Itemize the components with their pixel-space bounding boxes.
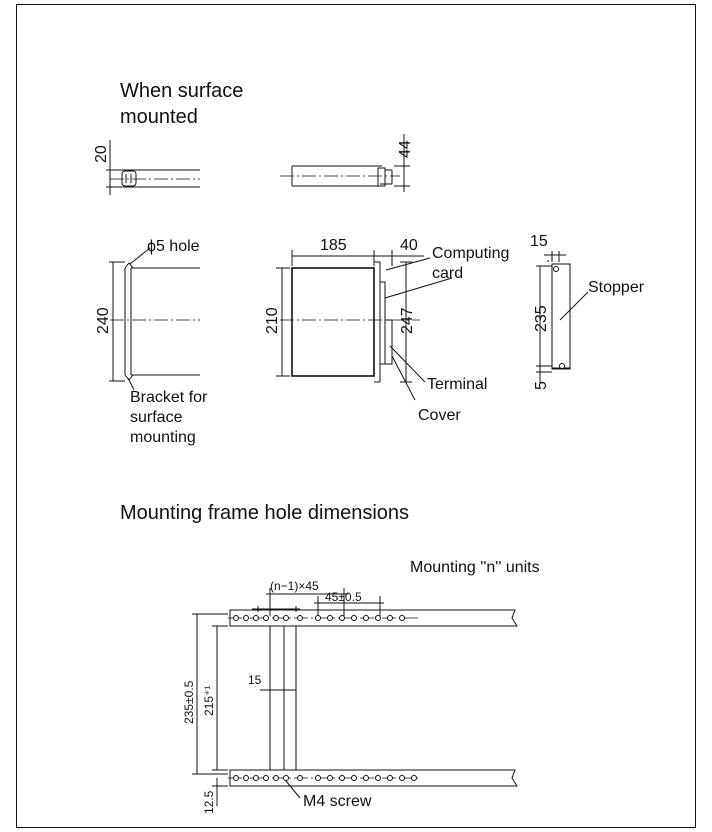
unit-side-view: 15 235 5 Stopper [530, 233, 645, 390]
dim-hole-pitch-240: 240 [95, 307, 112, 334]
dim-cover-40: 40 [400, 237, 418, 254]
units-note: Mounting ''n'' units [410, 559, 540, 576]
label-m4-screw: M4 screw [303, 793, 372, 810]
dim-height-247: 247 [399, 307, 416, 334]
dim-rail-12-5: 12.5 [202, 790, 216, 814]
label-bracket-line2: surface [130, 409, 183, 426]
dim-side-235: 235 [533, 305, 550, 332]
surface-mounted-heading-line2: mounted [120, 106, 198, 128]
frame-holes-heading: Mounting frame hole dimensions [120, 502, 410, 524]
label-computing-card-line2: card [432, 265, 463, 282]
dim-width-185: 185 [320, 237, 347, 254]
bracket-front-view: 240 ϕ5 hole Bracket for surface mounting [95, 238, 208, 446]
dim-height-215: 215⁺¹ [202, 686, 216, 716]
dim-height-210: 210 [264, 307, 281, 334]
upper-rail-holes [233, 615, 405, 621]
label-terminal: Terminal [427, 376, 487, 393]
surface-mounted-heading-line1: When surface [120, 80, 244, 102]
dim-pitch-total: (n−1)×45 [270, 579, 319, 593]
lower-rail [229, 769, 518, 787]
dim-pitch: 45±0.5 [325, 590, 362, 604]
upper-rail [229, 609, 518, 627]
dim-offset-15: 15 [248, 673, 262, 687]
label-cover: Cover [418, 407, 461, 424]
label-bracket-line1: Bracket for [130, 389, 208, 406]
unit-front-view: 185 40 210 247 Computing card Terminal C… [264, 237, 509, 424]
dim-side-5: 5 [533, 381, 550, 390]
label-hole: ϕ5 hole [147, 238, 200, 255]
mounting-frame-drawing: (n−1)×45 45±0.5 15 235±0.5 [182, 579, 518, 814]
label-computing-card-line1: Computing [432, 245, 509, 262]
dim-height-235: 235±0.5 [182, 680, 196, 724]
surface-mounted-heading: When surface mounted [120, 78, 243, 130]
dim-unit-height: 44 [397, 140, 414, 158]
label-bracket-line3: mounting [130, 429, 196, 446]
page-border [16, 4, 696, 828]
lower-rail-holes [233, 775, 417, 781]
bracket-top-view: 20 [93, 140, 200, 195]
label-stopper: Stopper [588, 279, 645, 296]
unit-top-view: 44 [280, 134, 414, 192]
dim-side-15: 15 [530, 233, 548, 250]
dim-bracket-depth: 20 [93, 145, 110, 163]
